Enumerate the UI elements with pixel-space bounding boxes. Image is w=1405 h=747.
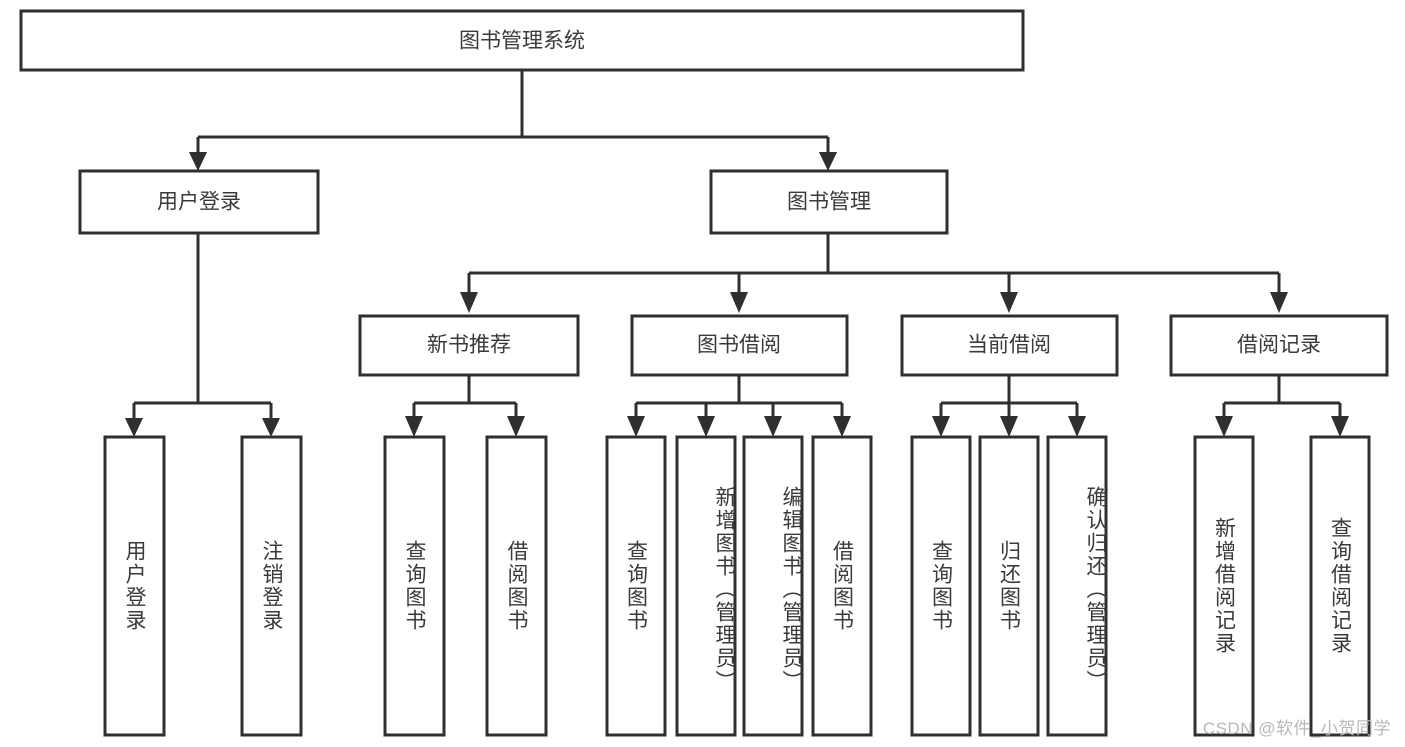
node-current-borrow-box[interactable]	[900, 314, 1119, 377]
edge-root-bus	[196, 70, 830, 156]
leaf-box-borrow-record-0[interactable]	[1193, 435, 1255, 737]
arrow-newbook-leaf-2	[507, 416, 525, 437]
arrow-currentborrow-leaf-1	[932, 416, 950, 437]
leaf-box-user-login-1[interactable]	[240, 435, 303, 737]
leaf-box-book-borrow-2[interactable]	[742, 435, 804, 737]
leaf-box-book-borrow-0[interactable]	[605, 435, 667, 737]
arrow-borrowrecord-leaf-2	[1331, 416, 1349, 437]
arrow-to-current-borrow	[1000, 292, 1018, 313]
arrow-currentborrow-leaf-2	[1000, 416, 1018, 437]
arrow-to-book-borrow	[730, 292, 748, 313]
node-user-login-box[interactable]	[78, 169, 320, 235]
edge-borrowrecord-bus	[1222, 375, 1342, 420]
arrow-to-logout-leaf	[262, 418, 280, 437]
node-book-borrow-box[interactable]	[630, 314, 849, 377]
edge-userlogin-bus	[132, 233, 273, 422]
node-borrow-record-label: 借阅记录	[1237, 334, 1321, 357]
arrow-to-user-login	[189, 152, 207, 171]
node-borrow-record[interactable]: 借阅记录	[1169, 314, 1389, 377]
node-user-login-label: 用户登录	[157, 191, 241, 214]
node-book-manage-box[interactable]	[709, 169, 949, 235]
node-user-login[interactable]: 用户登录	[78, 169, 320, 235]
node-current-borrow-label: 当前借阅	[967, 334, 1051, 357]
leaf-box-current-borrow-2[interactable]	[1046, 435, 1108, 737]
leaf-box-current-borrow-1[interactable]	[978, 435, 1040, 737]
edge-bookmanage-bus	[467, 233, 1281, 296]
edge-bookborrow-bus	[634, 375, 844, 420]
node-new-book-recommend[interactable]: 新书推荐	[358, 314, 580, 377]
arrow-currentborrow-leaf-3	[1068, 416, 1086, 437]
arrow-to-borrow-record	[1270, 292, 1288, 313]
watermark-text: CSDN @软件_小贺同学	[1202, 719, 1391, 738]
node-borrow-record-box[interactable]	[1169, 314, 1389, 377]
arrow-to-user-login-leaf	[125, 418, 143, 437]
node-new-book-recommend-label: 新书推荐	[427, 334, 511, 357]
arrow-to-book-manage	[819, 152, 837, 171]
edges-layer	[125, 70, 1349, 437]
leaf-box-user-login-0[interactable]	[103, 435, 166, 737]
arrow-bookborrow-leaf-2	[697, 416, 715, 437]
node-current-borrow[interactable]: 当前借阅	[900, 314, 1119, 377]
edge-currentborrow-bus	[939, 375, 1079, 420]
node-book-manage-label: 图书管理	[787, 191, 871, 214]
arrow-bookborrow-leaf-4	[833, 416, 851, 437]
node-book-borrow-label: 图书借阅	[697, 334, 781, 357]
node-root[interactable]: 图书管理系统	[19, 9, 1025, 72]
arrow-to-new-book-recommend	[460, 292, 478, 313]
leaf-box-borrow-record-1[interactable]	[1309, 435, 1371, 737]
edge-newbook-bus	[412, 375, 518, 420]
node-root-box[interactable]	[19, 9, 1025, 72]
arrow-bookborrow-leaf-1	[627, 416, 645, 437]
node-root-label: 图书管理系统	[459, 30, 585, 53]
node-book-manage[interactable]: 图书管理	[709, 169, 949, 235]
leaf-box-new-book-0[interactable]	[383, 435, 446, 737]
node-book-borrow[interactable]: 图书借阅	[630, 314, 849, 377]
leaf-box-book-borrow-1[interactable]	[675, 435, 737, 737]
arrow-bookborrow-leaf-3	[764, 416, 782, 437]
arrow-borrowrecord-leaf-1	[1215, 416, 1233, 437]
node-new-book-recommend-box[interactable]	[358, 314, 580, 377]
leaf-box-new-book-1[interactable]	[485, 435, 548, 737]
leaf-box-book-borrow-3[interactable]	[811, 435, 873, 737]
leaf-box-current-borrow-0[interactable]	[910, 435, 972, 737]
arrow-newbook-leaf-1	[405, 416, 423, 437]
